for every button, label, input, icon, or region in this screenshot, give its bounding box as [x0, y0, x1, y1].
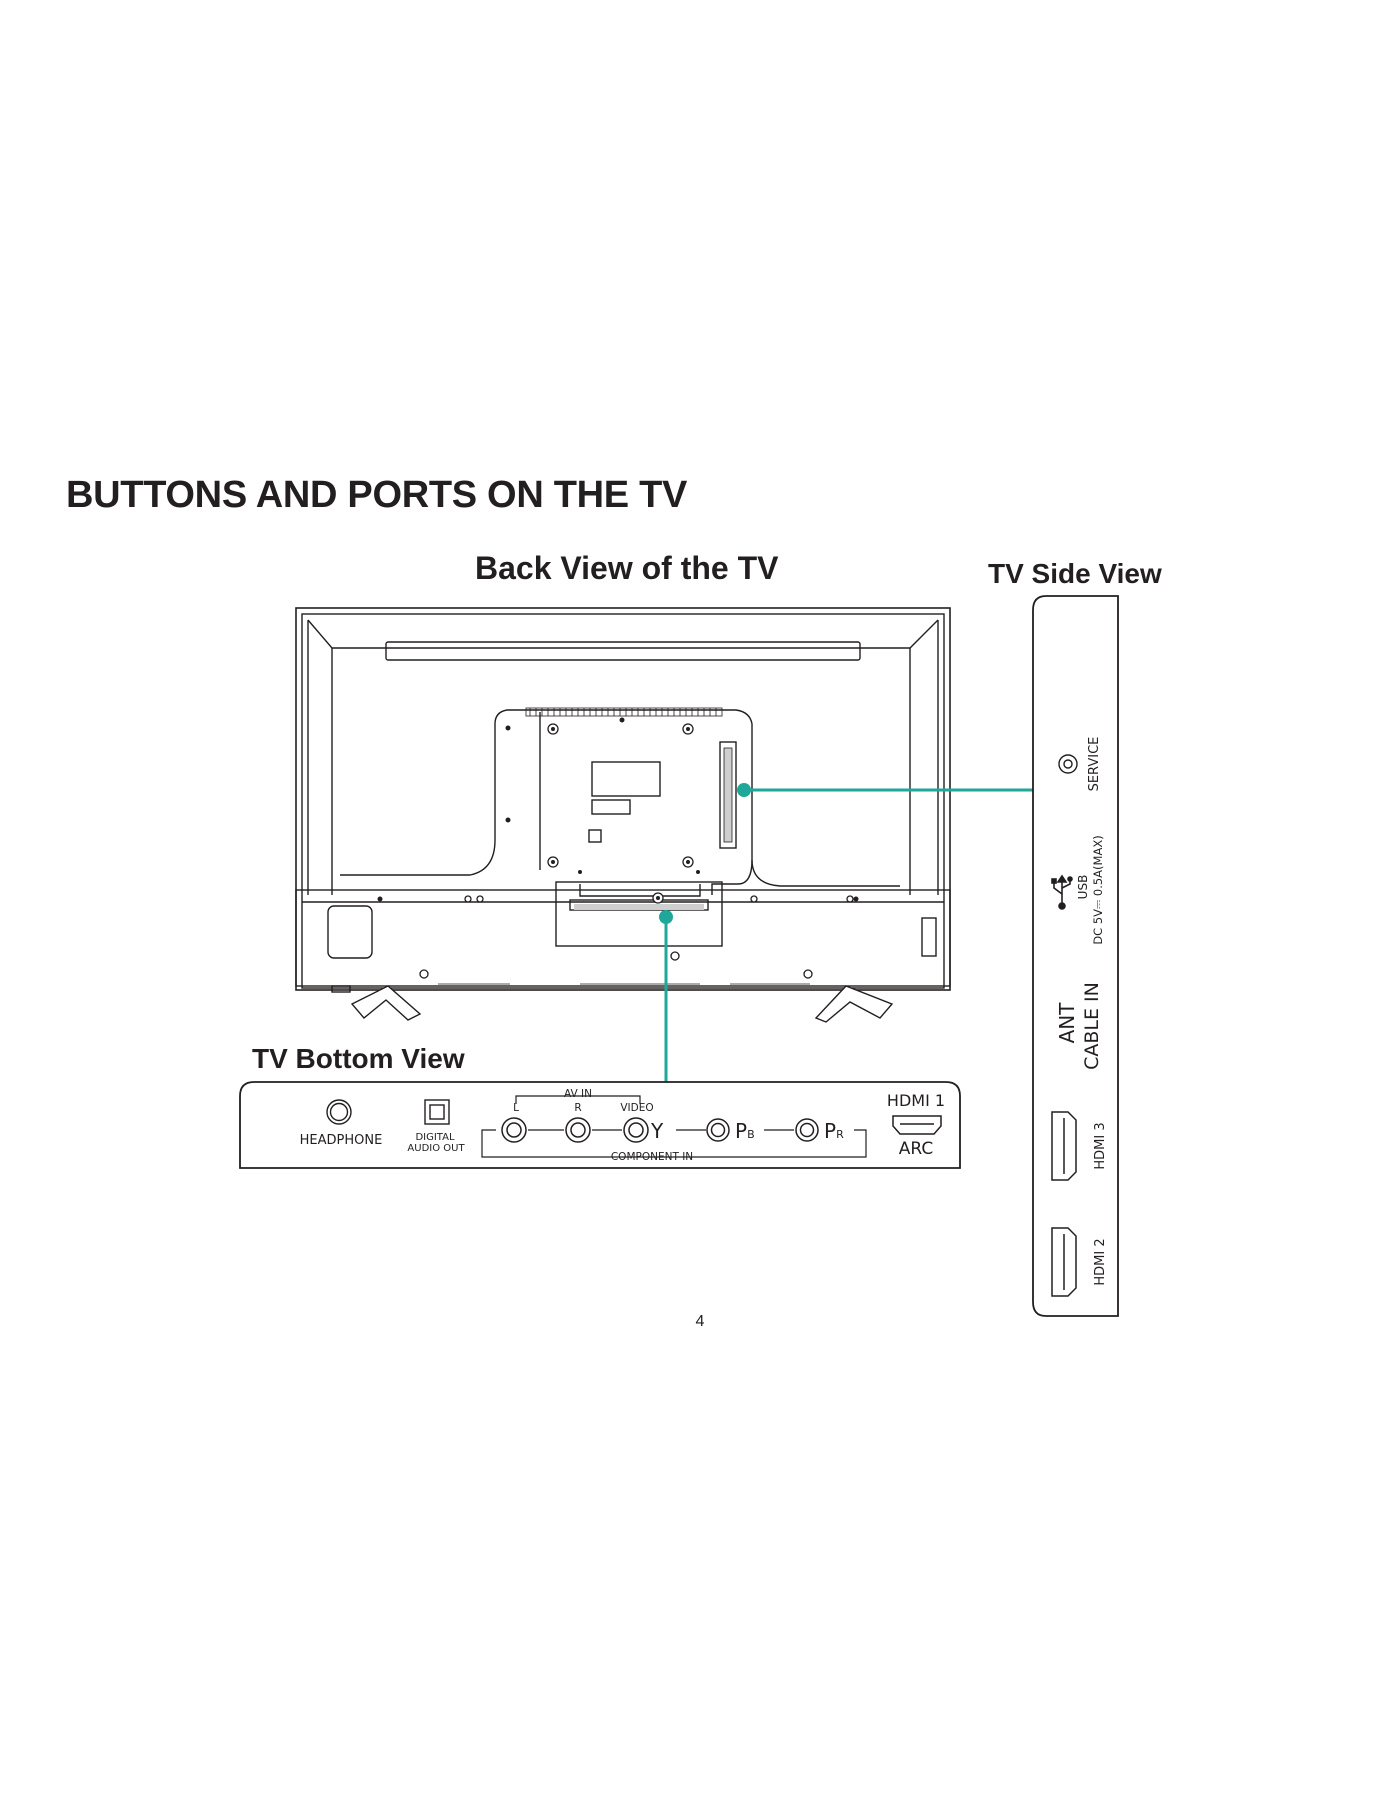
hdmi3-label: HDMI 3 — [1093, 1122, 1108, 1169]
pb-jack-icon — [706, 1118, 730, 1142]
pr-jack-icon — [795, 1118, 819, 1142]
av-l-label: L — [513, 1102, 519, 1114]
hdmi2-port-icon — [1051, 1227, 1077, 1297]
y-label: Y — [650, 1119, 664, 1143]
av-l-jack-icon — [501, 1117, 527, 1143]
usb-label: USB — [1076, 875, 1090, 900]
ant-label: ANT — [1055, 1002, 1079, 1044]
page-number: 4 — [695, 1313, 705, 1330]
component-in-label: COMPONENT IN — [611, 1151, 693, 1163]
digital-label: DIGITAL — [415, 1132, 455, 1143]
usb-power-label: DC 5V⎓ 0.5A(MAX) — [1091, 835, 1105, 944]
headphone-label: HEADPHONE — [300, 1133, 383, 1148]
arc-label: ARC — [899, 1139, 933, 1159]
hdmi1-label: HDMI 1 — [887, 1091, 945, 1110]
hdmi2-label: HDMI 2 — [1093, 1238, 1108, 1285]
video-label: VIDEO — [620, 1102, 653, 1114]
video-y-jack-icon — [623, 1117, 649, 1143]
side-view-title: TV Side View — [988, 558, 1162, 589]
service-port-icon — [1058, 754, 1078, 774]
optical-port-icon — [424, 1099, 450, 1125]
headphone-port-icon — [326, 1099, 352, 1125]
side-port-panel: SERVICE USB DC 5V⎓ 0.5A(MAX) ANT CABLE I… — [1032, 595, 1119, 1317]
bottom-port-panel: HEADPHONE DIGITAL AUDIO OUT AV IN L R VI… — [239, 1081, 961, 1169]
av-r-label: R — [574, 1102, 581, 1114]
audio-out-label: AUDIO OUT — [407, 1143, 465, 1154]
av-in-label: AV IN — [564, 1088, 592, 1100]
tv-back-illustration — [295, 607, 951, 1023]
pb-label: PB — [735, 1119, 755, 1143]
callout-lines — [659, 783, 1033, 1082]
page-heading: BUTTONS AND PORTS ON THE TV — [66, 474, 688, 516]
bottom-view-title: TV Bottom View — [252, 1043, 465, 1074]
service-label: SERVICE — [1087, 737, 1102, 792]
usb-icon — [1051, 874, 1073, 910]
cable-in-label: CABLE IN — [1081, 982, 1103, 1070]
pr-label: PR — [824, 1119, 844, 1143]
hdmi3-port-icon — [1051, 1111, 1077, 1181]
av-r-jack-icon — [565, 1117, 591, 1143]
hdmi1-port-icon — [892, 1115, 942, 1135]
back-view-title: Back View of the TV — [475, 550, 779, 586]
